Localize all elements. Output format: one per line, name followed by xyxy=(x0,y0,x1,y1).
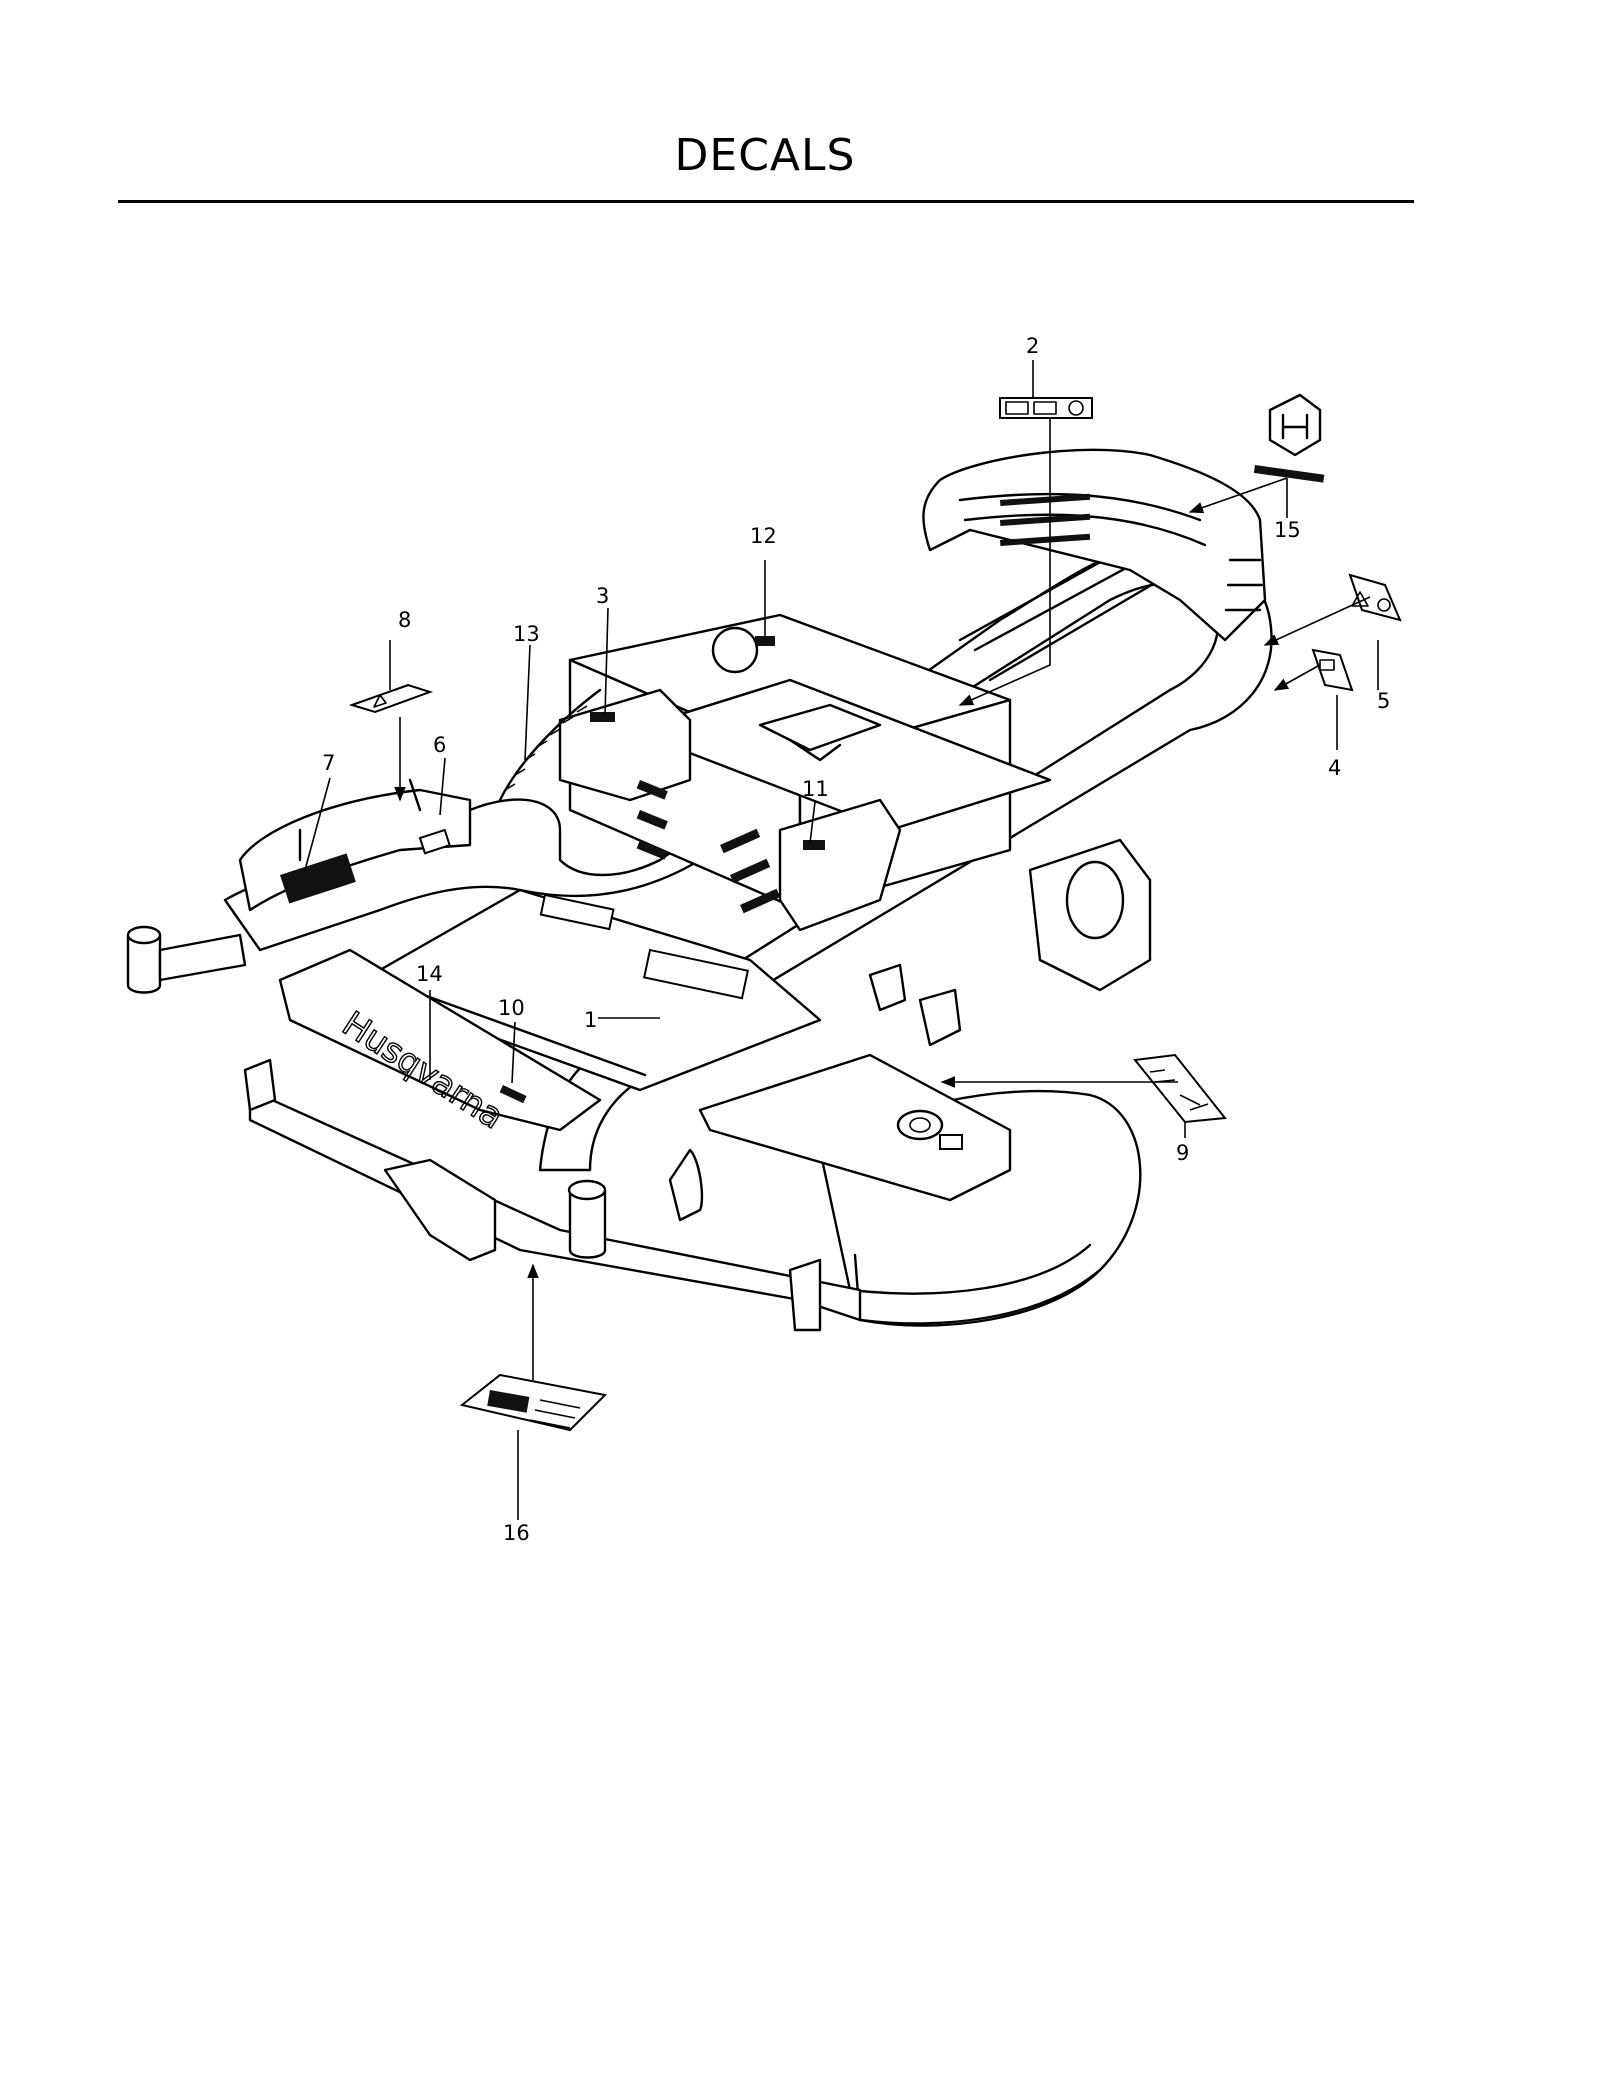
callout-numbers: 1 2 3 4 5 6 7 8 9 10 11 12 13 14 15 16 xyxy=(322,334,1390,1545)
callout-10: 10 xyxy=(498,996,525,1020)
seat-adjust-rail xyxy=(498,688,602,802)
decal-15-logo xyxy=(1253,393,1325,483)
callout-5: 5 xyxy=(1377,689,1390,713)
belt-cover xyxy=(698,1053,1012,1202)
fuel-cap xyxy=(711,626,759,674)
callout-15: 15 xyxy=(1274,518,1301,542)
decal-4 xyxy=(1311,648,1354,692)
decals-on-machine xyxy=(280,636,963,1150)
callout-13: 13 xyxy=(513,622,540,646)
decal-5 xyxy=(1348,573,1402,622)
decal-9 xyxy=(1133,1053,1227,1124)
callout-7: 7 xyxy=(322,751,335,775)
chute-bracket xyxy=(918,988,962,1047)
decal-deck xyxy=(939,1134,963,1150)
callout-3: 3 xyxy=(596,584,609,608)
decal-11 xyxy=(803,840,825,850)
outer-frame-tube xyxy=(223,543,1273,1172)
callout-12: 12 xyxy=(750,524,777,548)
callout-9: 9 xyxy=(1176,1141,1189,1165)
callout-14: 14 xyxy=(416,962,443,986)
callout-16: 16 xyxy=(503,1521,530,1545)
right-control-panel xyxy=(778,798,902,932)
decal-6 xyxy=(418,828,451,855)
decal-2 xyxy=(999,397,1093,419)
decal-8 xyxy=(348,683,434,714)
decal-1a xyxy=(539,893,615,931)
front-caster-right xyxy=(568,1188,607,1259)
title-rule xyxy=(118,200,1414,203)
front-bumper xyxy=(278,948,602,1132)
rear-shroud xyxy=(922,448,1267,642)
callout-2: 2 xyxy=(1026,334,1039,358)
callout-4: 4 xyxy=(1328,756,1341,780)
decal-12 xyxy=(755,636,775,646)
callout-6: 6 xyxy=(433,733,446,757)
callout-1: 1 xyxy=(584,1008,597,1032)
engine-slats xyxy=(636,780,781,914)
decal-10 xyxy=(499,1085,527,1104)
callout-11: 11 xyxy=(802,777,829,801)
decal-7 xyxy=(280,853,356,904)
page-title: DECALS xyxy=(674,130,856,181)
seat-pan xyxy=(628,678,1052,832)
hanger-bracket-left xyxy=(243,1058,277,1112)
decal-16 xyxy=(459,1373,608,1432)
decal-3 xyxy=(590,712,615,722)
hanger-bracket-front xyxy=(383,1158,497,1262)
deck-apron xyxy=(248,1088,862,1322)
front-caster-left xyxy=(126,933,162,994)
leader-lines xyxy=(304,360,1379,1520)
seat-adjust-teeth xyxy=(504,705,588,791)
mower-frame: Husqvarna xyxy=(126,448,1273,1332)
decal-1 xyxy=(642,948,750,1000)
hanger-bracket-rear xyxy=(788,1258,822,1332)
callout-8: 8 xyxy=(398,608,411,632)
